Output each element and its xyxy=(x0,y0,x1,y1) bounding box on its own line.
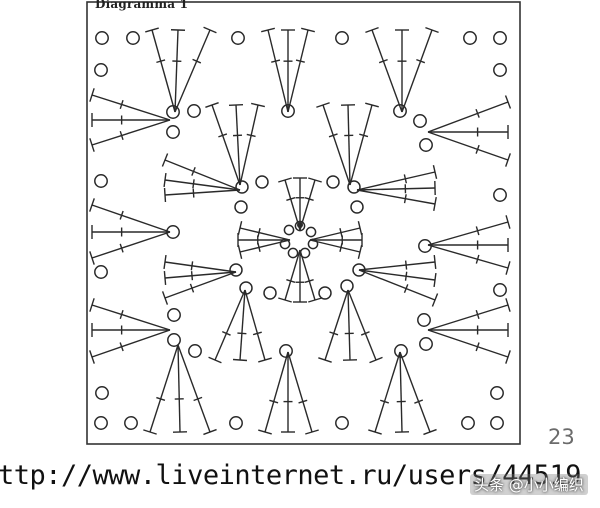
source-url: ttp://www.liveinternet.ru/users/44519 xyxy=(0,460,581,491)
chain-stitch-symbol xyxy=(167,308,181,322)
chain-stitch-symbol xyxy=(413,114,427,128)
stitch-fan-symbol xyxy=(358,254,439,307)
stitch-fan-symbol xyxy=(427,95,512,167)
chain-stitch-symbol xyxy=(279,344,293,358)
stitch-fan-symbol xyxy=(143,344,217,436)
stitch-fan-symbol xyxy=(368,351,437,436)
diagram-title: Diagramma 1 xyxy=(95,0,189,11)
chain-stitch-symbol xyxy=(493,63,507,77)
chain-stitch-symbol xyxy=(167,333,181,347)
chain-stitch-symbol xyxy=(335,416,349,430)
stitch-fan-symbol xyxy=(145,26,217,113)
stitch-fan-symbol xyxy=(356,165,438,212)
chain-stitch-symbol xyxy=(94,174,108,188)
chain-stitch-symbol xyxy=(490,416,504,430)
chain-stitch-symbol xyxy=(493,188,507,202)
chain-stitch-symbol xyxy=(326,175,340,189)
chain-stitch-symbol xyxy=(126,31,140,45)
chain-stitch-symbol xyxy=(124,416,138,430)
chain-stitch-symbol xyxy=(263,286,277,300)
chain-stitch-symbol xyxy=(318,286,332,300)
page-number: 23 xyxy=(548,425,575,449)
chain-stitch-symbol xyxy=(95,386,109,400)
stitch-fan-symbol xyxy=(278,249,322,303)
chain-stitch-symbol xyxy=(490,386,504,400)
chain-stitch-symbol xyxy=(188,344,202,358)
chain-stitch-symbol xyxy=(229,416,243,430)
diagram-frame xyxy=(86,1,521,445)
chain-stitch-symbol xyxy=(463,31,477,45)
stitch-fan-symbol xyxy=(278,177,322,231)
chain-stitch-symbol xyxy=(419,337,433,351)
chain-stitch-symbol xyxy=(287,247,299,259)
stitch-fan-symbol xyxy=(208,289,272,364)
watermark: 头条 @小小编织 xyxy=(470,474,588,495)
stitch-fan-symbol xyxy=(89,88,171,152)
chain-stitch-symbol xyxy=(187,104,201,118)
chain-stitch-symbol xyxy=(340,279,354,293)
stitch-fan-symbol xyxy=(237,221,291,259)
chain-stitch-symbol xyxy=(94,265,108,279)
chain-stitch-symbol xyxy=(94,416,108,430)
stitch-fan-symbol xyxy=(427,215,511,275)
chain-stitch-symbol xyxy=(283,224,295,236)
chain-stitch-symbol xyxy=(493,283,507,297)
stitch-fan-symbol xyxy=(427,298,511,364)
chain-stitch-symbol xyxy=(231,31,245,45)
stitch-fan-symbol xyxy=(161,153,241,203)
chain-stitch-symbol xyxy=(95,31,109,45)
stitch-fan-symbol xyxy=(89,298,171,364)
chain-stitch-symbol xyxy=(305,226,317,238)
chain-stitch-symbol xyxy=(234,200,248,214)
stitch-fan-symbol xyxy=(205,102,265,186)
chain-stitch-symbol xyxy=(493,31,507,45)
stitch-fan-symbol xyxy=(318,289,383,364)
chain-stitch-symbol xyxy=(235,180,249,194)
chain-stitch-symbol xyxy=(335,31,349,45)
chain-stitch-symbol xyxy=(419,138,433,152)
stitch-fan-symbol xyxy=(261,27,315,113)
chain-stitch-symbol xyxy=(394,344,408,358)
stitch-fan-symbol xyxy=(309,221,363,259)
stitch-fan-symbol xyxy=(258,351,319,435)
chain-stitch-symbol xyxy=(461,416,475,430)
chain-stitch-symbol xyxy=(94,63,108,77)
chain-stitch-symbol xyxy=(255,175,269,189)
stitch-fan-symbol xyxy=(161,254,237,305)
chain-stitch-symbol xyxy=(166,125,180,139)
stitch-fan-symbol xyxy=(89,198,171,265)
stitch-fan-symbol xyxy=(316,102,379,186)
chain-stitch-symbol xyxy=(350,200,364,214)
stitch-fan-symbol xyxy=(365,26,439,113)
chain-stitch-symbol xyxy=(417,313,431,327)
